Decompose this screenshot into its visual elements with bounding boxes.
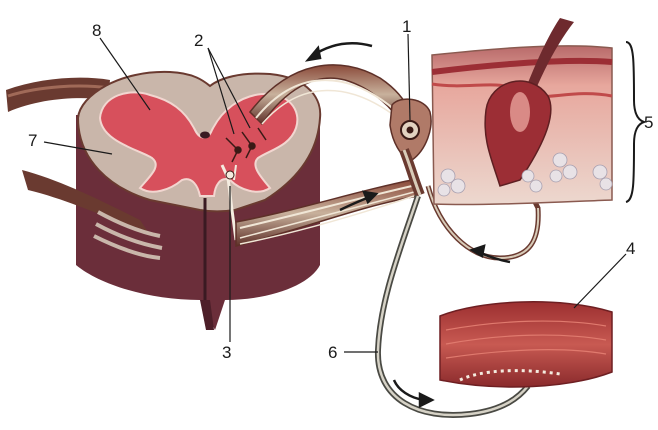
label-8: 8: [92, 21, 101, 40]
label-6: 6: [328, 343, 337, 362]
skin-section: [432, 18, 612, 205]
spinal-cord-section: [76, 72, 320, 330]
label-7: 7: [28, 131, 37, 150]
arrow-head-icon: [420, 394, 432, 406]
label-4: 4: [626, 239, 635, 258]
skin-bracket: [626, 42, 644, 202]
label-5: 5: [644, 113, 653, 132]
muscle: [440, 302, 612, 387]
label-1: 1: [402, 17, 411, 36]
label-3: 3: [222, 343, 231, 362]
label-2: 2: [194, 31, 203, 50]
arrow-head-icon: [472, 246, 484, 256]
arrow-head-icon: [308, 48, 320, 60]
spinal-ganglion: [390, 99, 431, 160]
